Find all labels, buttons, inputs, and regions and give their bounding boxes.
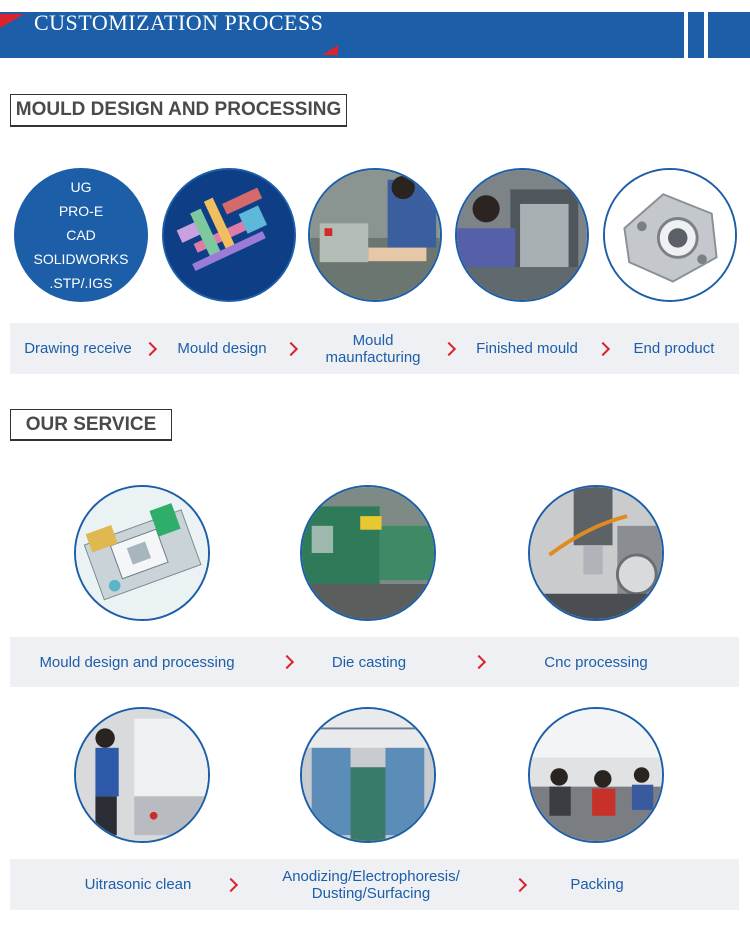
step-packing: Packing	[570, 876, 624, 893]
anodizing-image	[300, 707, 436, 843]
header-banner	[0, 12, 750, 58]
mould-design-image	[162, 168, 296, 302]
banner-red-mark	[322, 45, 338, 55]
die-casting-image	[300, 485, 436, 621]
step-end-product: End product	[633, 340, 715, 357]
step-drawing-receive: Drawing receive	[24, 340, 132, 357]
packing-image	[528, 707, 664, 843]
software-circle: UG PRO-E CAD SOLIDWORKS .STP/.IGS	[14, 168, 148, 302]
banner-stripe	[704, 12, 708, 58]
service-steps-bar-1	[10, 637, 739, 687]
section-title-mould: MOULD DESIGN AND PROCESSING	[10, 94, 347, 127]
service-steps-bar-2	[10, 859, 739, 910]
finished-mould-image	[455, 168, 589, 302]
banner-stripe	[684, 12, 688, 58]
step-mould-design: Mould design	[177, 340, 267, 357]
step-mould-design-processing: Mould design and processing	[39, 653, 235, 671]
page-title: CUSTOMIZATION PROCESS	[34, 10, 324, 35]
software-item: CAD	[66, 227, 96, 243]
step-cnc-processing: Cnc processing	[544, 653, 648, 671]
mould-design-processing-image	[74, 485, 210, 621]
section-title-service: OUR SERVICE	[10, 409, 172, 441]
mould-steps-bar	[10, 323, 739, 374]
step-anodizing: Anodizing/Electrophoresis/ Dusting/Surfa…	[282, 867, 460, 902]
step-finished-mould: Finished mould	[476, 340, 578, 357]
software-item: UG	[70, 179, 92, 195]
ultrasonic-clean-image	[74, 707, 210, 843]
banner-corner-decoration	[0, 14, 24, 28]
software-item: .STP/.IGS	[49, 275, 113, 291]
step-ultrasonic-clean: Uitrasonic clean	[84, 876, 192, 893]
step-die-casting: Die casting	[331, 653, 407, 671]
software-item: SOLIDWORKS	[33, 251, 129, 267]
mould-manufacturing-image	[308, 168, 442, 302]
step-mould-manufacturing: Mould maunfacturing	[325, 331, 421, 366]
cnc-processing-image	[528, 485, 664, 621]
software-item: PRO-E	[58, 203, 104, 219]
end-product-image	[603, 168, 737, 302]
